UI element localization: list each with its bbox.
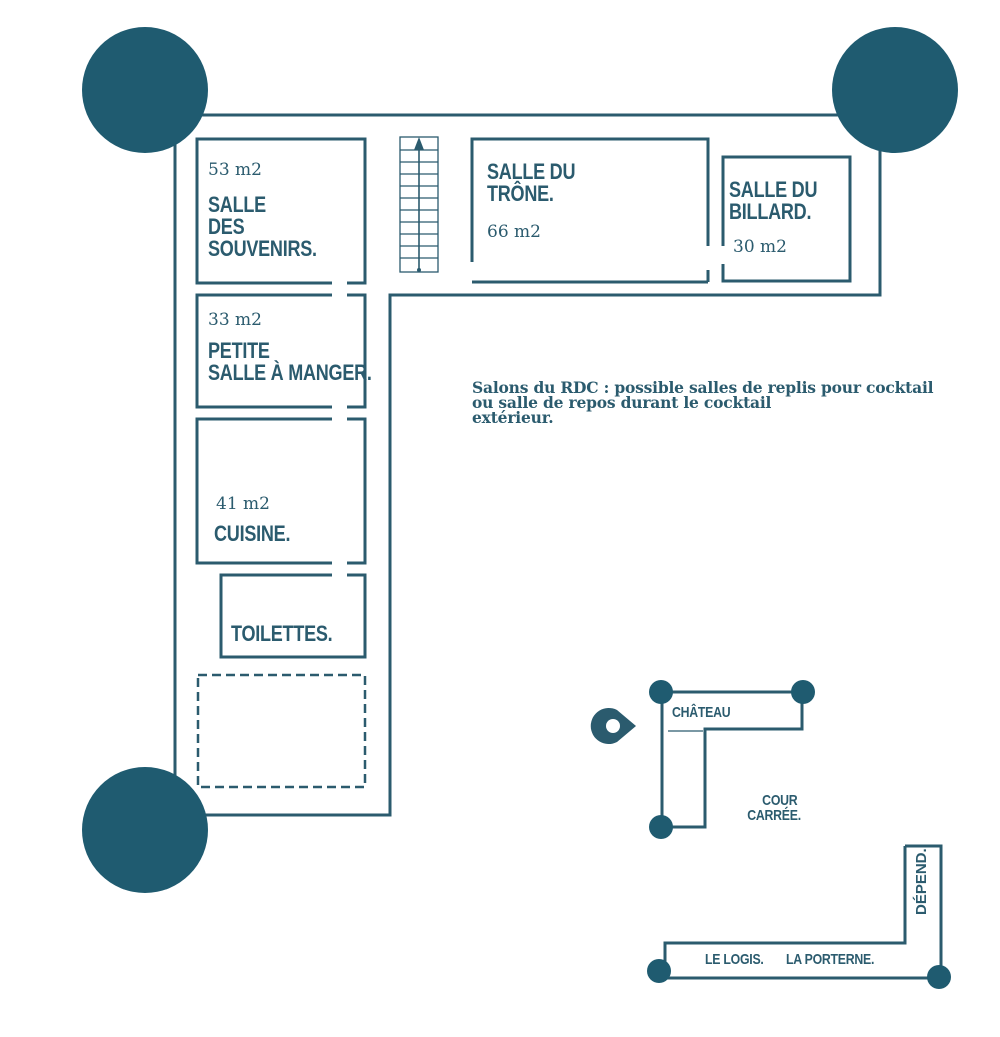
petite-salle-name: PETITE SALLE À MANGER. bbox=[208, 338, 372, 385]
room-billard-wall bbox=[721, 155, 852, 283]
map-pin-icon bbox=[590, 707, 636, 744]
porterne-label: LA PORTERNE. bbox=[786, 951, 875, 968]
cuisine-name: CUISINE. bbox=[214, 521, 291, 546]
ground-floor-note: Salons du RDC : possible salles de repli… bbox=[472, 378, 934, 427]
room-souvenirs-wall bbox=[195, 137, 367, 285]
cour-carree-label: COUR CARRÉE. bbox=[747, 792, 801, 824]
petite-salle-area: 33 m2 bbox=[208, 310, 262, 330]
billard-name: SALLE DU BILLARD. bbox=[729, 177, 818, 224]
tower-top-right bbox=[832, 27, 958, 153]
logis-label: LE LOGIS. bbox=[705, 951, 764, 968]
cuisine-area: 41 m2 bbox=[216, 494, 270, 514]
staircase-icon bbox=[399, 136, 439, 273]
souvenirs-area: 53 m2 bbox=[208, 160, 262, 180]
locator-map bbox=[647, 680, 951, 989]
chateau-label: CHÂTEAU bbox=[672, 704, 731, 721]
room-petite-salle-wall bbox=[195, 293, 332, 409]
room-cuisine-wall bbox=[195, 417, 332, 565]
billard-area: 30 m2 bbox=[733, 237, 787, 257]
toilettes-name: TOILETTES. bbox=[231, 621, 333, 646]
trone-name: SALLE DU TRÔNE. bbox=[487, 159, 576, 206]
room-trone-wall bbox=[470, 137, 710, 262]
souvenirs-name: SALLE DES SOUVENIRS. bbox=[208, 192, 317, 261]
room-toilettes-wall bbox=[219, 573, 367, 659]
tower-bottom-left bbox=[82, 767, 208, 893]
room-dashed-outline bbox=[196, 673, 367, 789]
tower-top-left bbox=[82, 27, 208, 153]
trone-area: 66 m2 bbox=[487, 222, 541, 242]
dependance-label: DÉPEND. bbox=[913, 848, 930, 915]
